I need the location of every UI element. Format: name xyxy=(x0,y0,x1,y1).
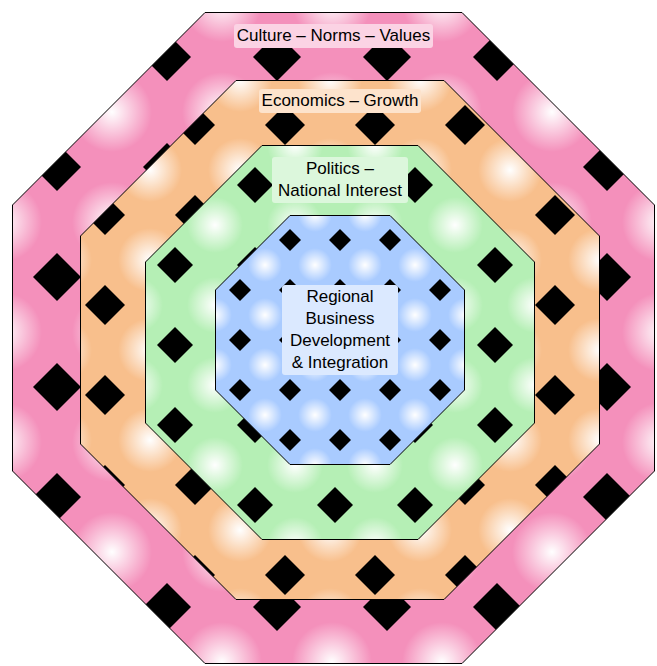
economics-band: Economics – GrowthPolitics – National In… xyxy=(80,80,600,600)
octagon-fill xyxy=(216,216,465,465)
octagon-fill xyxy=(13,13,655,664)
band-label: Regional Business Development & Integrat… xyxy=(282,285,398,375)
politics-band: Politics – National InterestRegional Bus… xyxy=(145,145,535,540)
octagon-fill xyxy=(146,146,535,540)
business-core: Regional Business Development & Integrat… xyxy=(215,215,465,465)
band-label: Culture – Norms – Values xyxy=(234,24,433,48)
band-label: Politics – National Interest xyxy=(272,157,408,203)
culture-band: Culture – Norms – ValuesEconomics – Grow… xyxy=(12,12,655,664)
band-label: Economics – Growth xyxy=(259,89,422,113)
octagon-fill xyxy=(81,81,600,600)
